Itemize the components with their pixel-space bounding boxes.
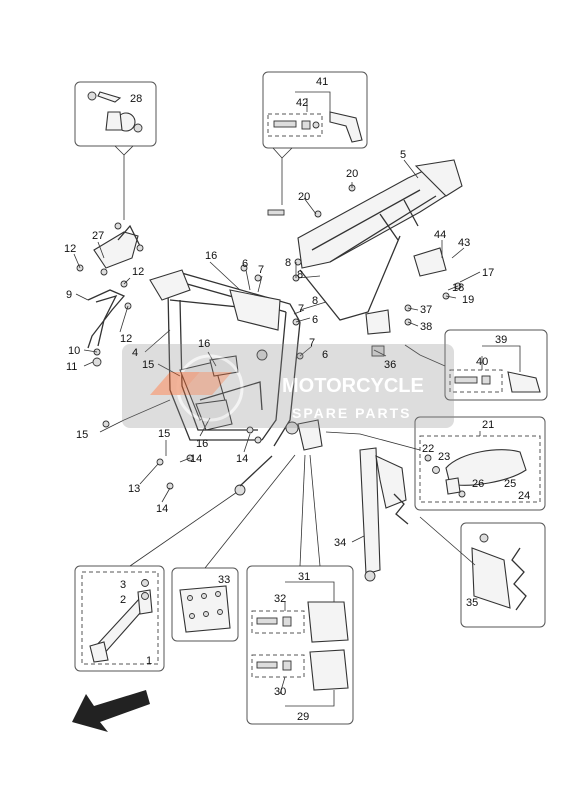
inset-box-21 bbox=[414, 416, 546, 511]
callout-15c: 15 bbox=[158, 428, 170, 440]
callout-12c: 12 bbox=[120, 333, 132, 345]
callout-44: 44 bbox=[434, 229, 446, 241]
callout-30: 30 bbox=[274, 686, 286, 698]
callout-26: 26 bbox=[472, 478, 484, 490]
callout-18: 18 bbox=[452, 282, 464, 294]
callout-25: 25 bbox=[504, 478, 516, 490]
callout-33: 33 bbox=[218, 574, 230, 586]
callout-37: 37 bbox=[420, 304, 432, 316]
callout-36: 36 bbox=[384, 359, 396, 371]
callout-8b: 8 bbox=[297, 269, 303, 281]
inset-box-41 bbox=[262, 71, 368, 205]
side-stand bbox=[359, 447, 409, 582]
inset-box-31 bbox=[246, 454, 354, 725]
callout-23: 23 bbox=[438, 451, 450, 463]
callout-17: 17 bbox=[482, 267, 494, 279]
callout-24: 24 bbox=[518, 490, 530, 502]
callout-16: 16 bbox=[205, 250, 217, 262]
callout-12b: 12 bbox=[132, 266, 144, 278]
inset-box-39 bbox=[404, 329, 548, 401]
callout-29: 29 bbox=[297, 711, 309, 723]
callout-15: 15 bbox=[142, 359, 154, 371]
callout-39: 39 bbox=[495, 334, 507, 346]
callout-7c: 7 bbox=[309, 337, 315, 349]
callout-14b: 14 bbox=[236, 453, 248, 465]
direction-arrow-icon bbox=[72, 690, 150, 732]
callout-31: 31 bbox=[298, 571, 310, 583]
callout-28: 28 bbox=[130, 93, 142, 105]
callout-12: 12 bbox=[64, 243, 76, 255]
callout-2: 2 bbox=[120, 594, 126, 606]
callout-41: 41 bbox=[316, 76, 328, 88]
callout-14: 14 bbox=[190, 453, 202, 465]
front-bracket bbox=[87, 224, 143, 367]
inset-box-28 bbox=[74, 81, 157, 220]
inset-box-1 bbox=[74, 489, 241, 672]
callout-32: 32 bbox=[274, 593, 286, 605]
callout-35: 35 bbox=[466, 597, 478, 609]
callout-19: 19 bbox=[462, 294, 474, 306]
callout-16c: 16 bbox=[196, 438, 208, 450]
footrest-pegs bbox=[209, 247, 447, 496]
fasteners bbox=[76, 184, 462, 490]
callout-14c: 14 bbox=[156, 503, 168, 515]
callout-labels: 1 2 3 4 5 6 6 6 7 7 7 8 8 8 9 10 11 12 1… bbox=[64, 76, 530, 723]
callout-15b: 15 bbox=[76, 429, 88, 441]
callout-16b: 16 bbox=[198, 338, 210, 350]
callout-27: 27 bbox=[92, 230, 104, 242]
inset-box-33 bbox=[171, 454, 296, 642]
callout-22: 22 bbox=[422, 443, 434, 455]
callout-43: 43 bbox=[458, 237, 470, 249]
callout-8c: 8 bbox=[312, 295, 318, 307]
callout-5: 5 bbox=[400, 149, 406, 161]
callout-13: 13 bbox=[128, 483, 140, 495]
callout-42: 42 bbox=[296, 97, 308, 109]
callout-20b: 20 bbox=[298, 191, 310, 203]
callout-10: 10 bbox=[68, 345, 80, 357]
callout-6: 6 bbox=[242, 258, 248, 270]
callout-4: 4 bbox=[132, 347, 138, 359]
callout-38: 38 bbox=[420, 321, 432, 333]
callout-8: 8 bbox=[285, 257, 291, 269]
callout-11: 11 bbox=[66, 361, 77, 373]
callout-3: 3 bbox=[120, 579, 126, 591]
watermark-line2: SPARE PARTS bbox=[292, 405, 412, 421]
callout-6c: 6 bbox=[322, 349, 328, 361]
callout-9: 9 bbox=[66, 289, 72, 301]
callout-1: 1 bbox=[146, 655, 152, 667]
main-frame bbox=[149, 159, 463, 447]
watermark-line1: MOTORCYCLE bbox=[282, 375, 424, 397]
callout-40: 40 bbox=[476, 356, 488, 368]
callout-34: 34 bbox=[334, 537, 346, 549]
callout-6b: 6 bbox=[312, 314, 318, 326]
leader-lines bbox=[73, 159, 481, 543]
callout-7b: 7 bbox=[298, 303, 304, 315]
callout-21: 21 bbox=[482, 419, 494, 431]
watermark: MOTORCYCLE SPARE PARTS bbox=[122, 344, 454, 428]
callout-7: 7 bbox=[258, 264, 264, 276]
callout-20: 20 bbox=[346, 168, 358, 180]
inset-box-35 bbox=[419, 516, 546, 628]
